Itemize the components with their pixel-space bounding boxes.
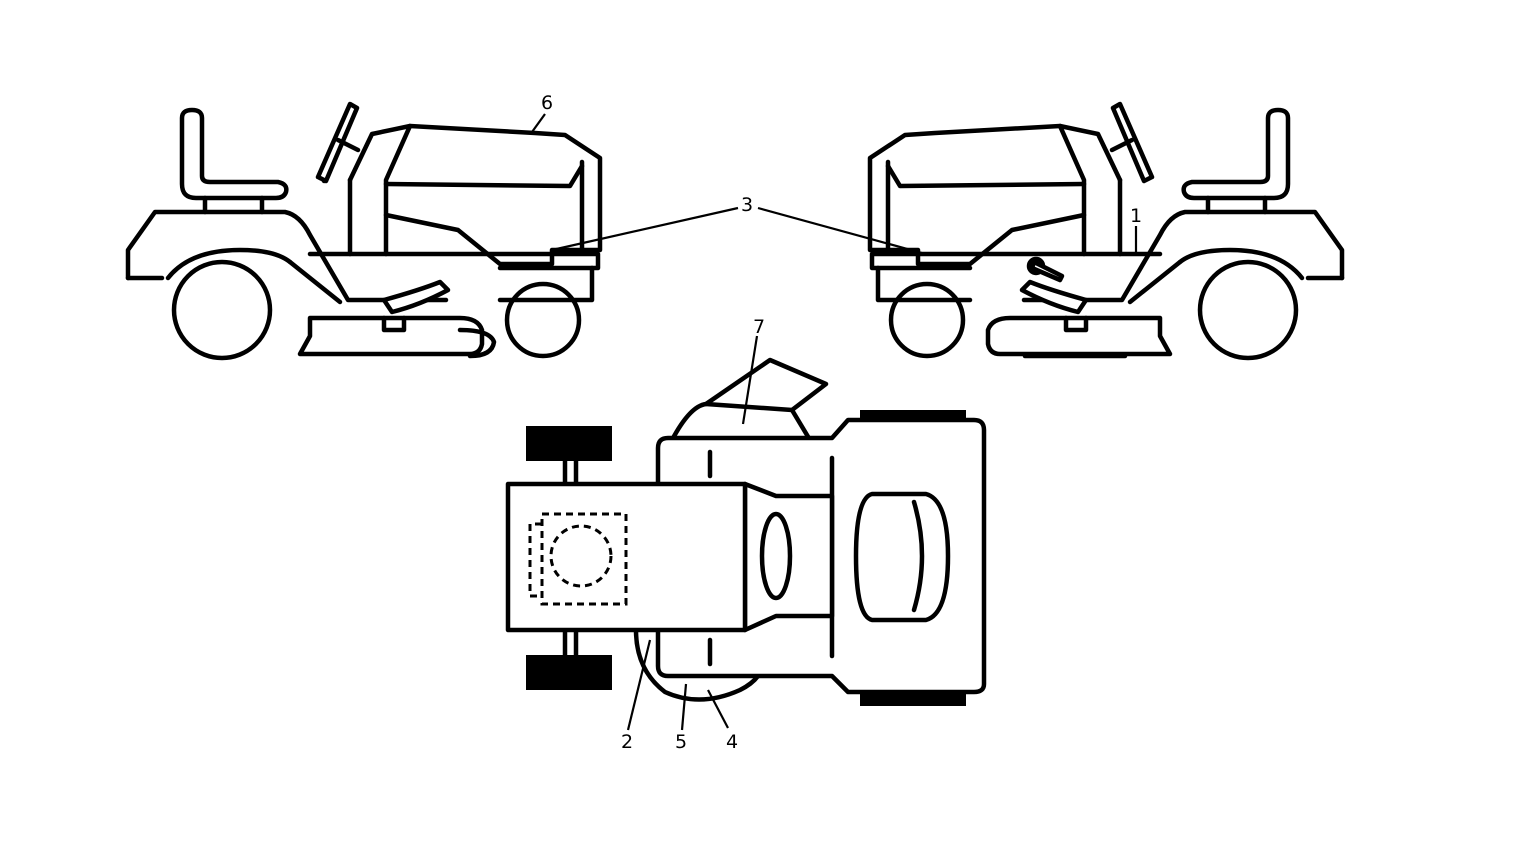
leader-2	[626, 639, 652, 731]
mower-left-side-view	[125, 101, 603, 361]
mower-top-view	[505, 357, 987, 706]
callout-6: 6	[541, 92, 553, 114]
callout-3: 3	[741, 194, 753, 216]
leader-3b	[757, 206, 923, 255]
mower-right-side-view	[867, 101, 1345, 361]
leader-7	[741, 335, 759, 425]
discharge-chute	[669, 357, 829, 443]
callout-7: 7	[753, 316, 765, 338]
callout-2: 2	[621, 731, 633, 753]
rear-wheel-top-right	[860, 692, 966, 706]
callout-labels: 6 3 1 7 2 5 4	[541, 92, 1142, 753]
front-wheel-top-right	[526, 655, 612, 690]
rear-fender-left	[125, 209, 449, 303]
seat-top	[853, 491, 951, 623]
mower-deck-left	[297, 315, 485, 357]
hood-left	[347, 123, 603, 267]
steering-wheel-top	[759, 511, 793, 601]
chassis-left	[307, 251, 601, 303]
callout-4: 4	[726, 731, 738, 753]
leader-3a	[551, 206, 739, 252]
seat-left	[179, 107, 289, 201]
leader-6	[531, 113, 546, 133]
leader-4	[707, 689, 729, 729]
engine-outline	[540, 512, 628, 606]
leader-lines	[531, 113, 1138, 731]
front-wheel-left	[504, 281, 582, 359]
front-wheel-top-left	[526, 426, 612, 461]
callout-1: 1	[1130, 205, 1142, 227]
callout-5: 5	[675, 731, 687, 753]
rear-wheel-left	[171, 259, 273, 361]
mower-deck-top	[633, 627, 761, 702]
leader-5	[680, 683, 688, 731]
